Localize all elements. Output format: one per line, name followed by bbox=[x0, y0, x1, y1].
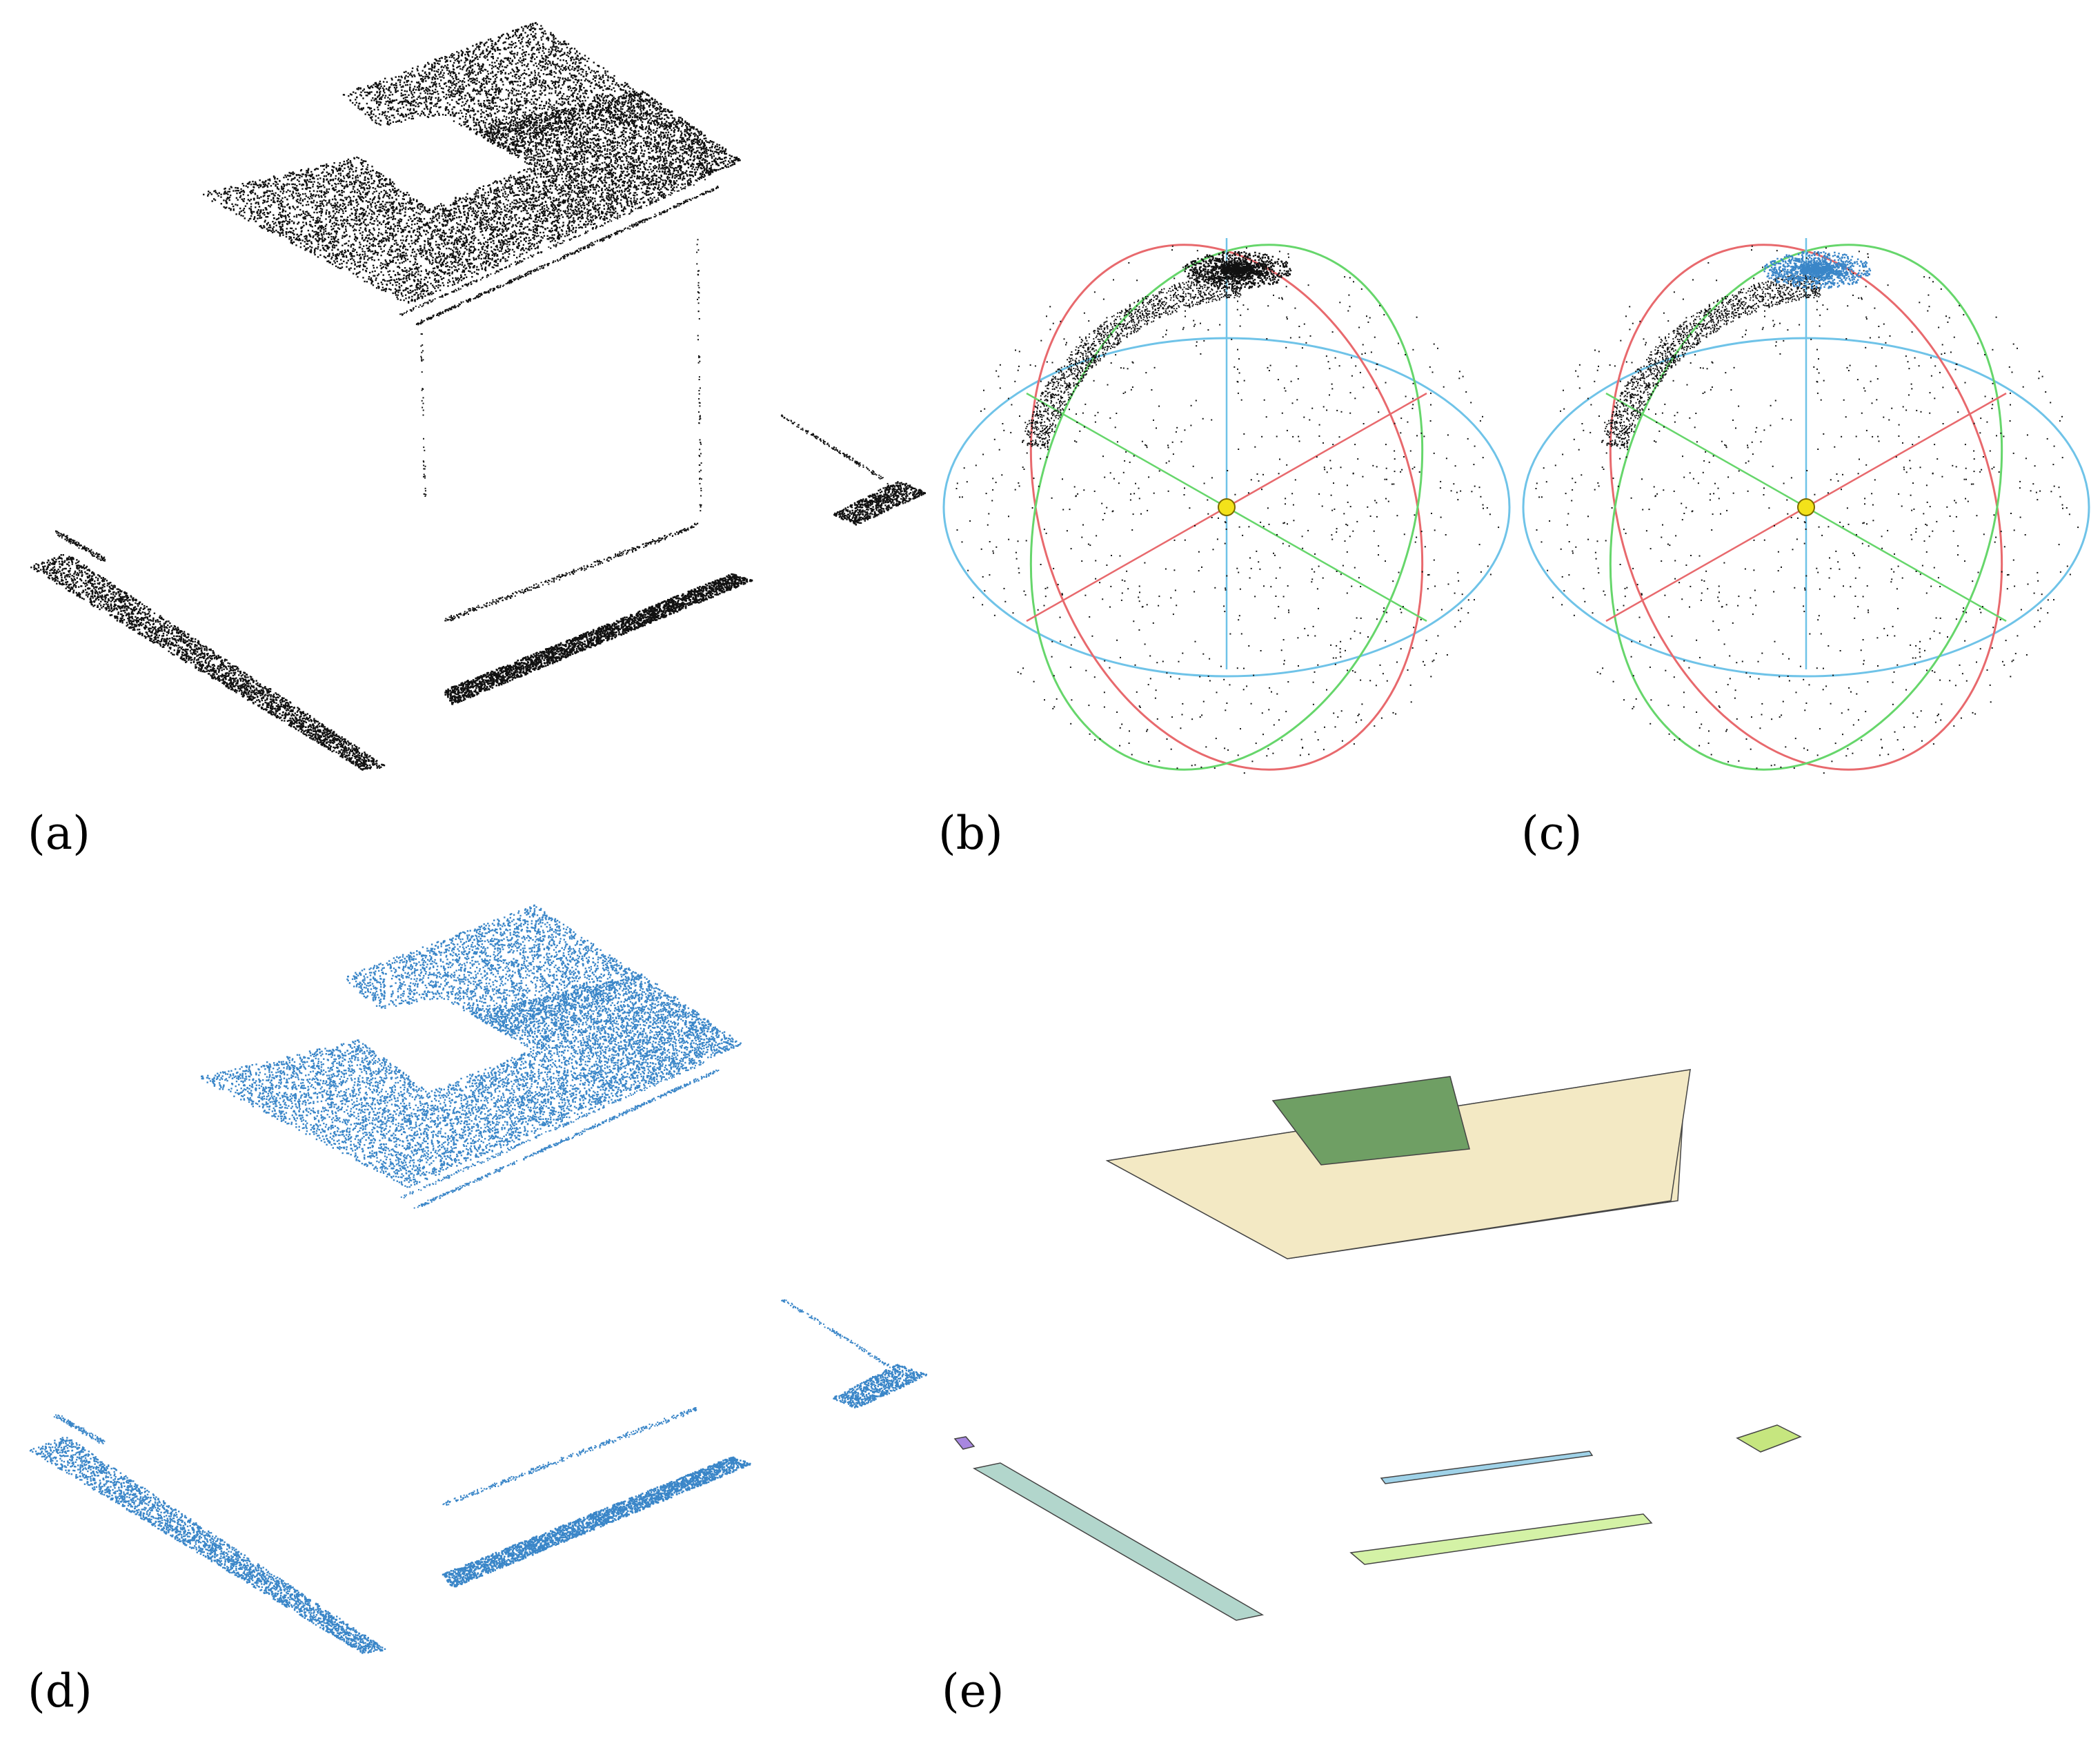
raw-point-cloud-plot bbox=[30, 21, 926, 771]
plane-large-ceiling-full bbox=[1105, 1069, 1691, 1259]
sphere-c-ring-y bbox=[1609, 244, 2003, 771]
panel-label-a: (a) bbox=[28, 811, 90, 856]
seg-floor-strip-right-upper bbox=[442, 1407, 697, 1506]
raw-side-arm bbox=[780, 414, 889, 484]
raw-upper-panel bbox=[342, 21, 640, 153]
raw-wall-trace-2 bbox=[696, 239, 702, 512]
panel-label-e: (e) bbox=[942, 1669, 1004, 1714]
raw-wall-trace-1 bbox=[420, 333, 427, 497]
panel-label-b: (b) bbox=[938, 811, 1003, 856]
gaussian-sphere-plot-b bbox=[942, 238, 1511, 774]
fitted-planes-plot bbox=[953, 1069, 1802, 1621]
raw-ceiling-slab bbox=[203, 90, 741, 304]
raw-floor-edge-left bbox=[55, 530, 106, 562]
plane-dark-upper bbox=[1271, 1076, 1470, 1166]
panel-d-segmented-point-cloud bbox=[0, 870, 952, 1656]
panel-e-fitted-planes bbox=[938, 1035, 1890, 1629]
seg-floor-strip-right-lower bbox=[442, 1456, 751, 1588]
seg-upper-panel bbox=[346, 904, 641, 1036]
panel-label-d-text: (d) bbox=[28, 1664, 92, 1718]
sphere-b-dense-cluster bbox=[1184, 250, 1292, 290]
raw-floor-strip-right-upper bbox=[444, 522, 699, 622]
plane-bar-blue bbox=[1380, 1451, 1594, 1484]
plane-bar-lime bbox=[1349, 1513, 1653, 1565]
sphere-c-normal-points bbox=[1535, 245, 2079, 774]
panel-c-gaussian-sphere-clustered bbox=[1518, 228, 2100, 794]
plane-long-left bbox=[972, 1462, 1265, 1621]
panel-label-c: (c) bbox=[1521, 811, 1582, 856]
panel-label-d: (d) bbox=[28, 1669, 92, 1714]
sphere-c-ring-x bbox=[1609, 244, 2003, 771]
gaussian-sphere-plot-c bbox=[1522, 238, 2090, 774]
raw-floor-strip-left bbox=[30, 554, 386, 771]
seg-rim-line-2 bbox=[400, 1061, 704, 1199]
panel-label-e-text: (e) bbox=[942, 1664, 1004, 1718]
sphere-b-normal-points bbox=[955, 245, 1500, 774]
sphere-b-center-sphere bbox=[1218, 498, 1236, 516]
sphere-b-ring-y bbox=[1029, 244, 1424, 771]
sphere-c-dense-cluster bbox=[1763, 250, 1872, 290]
plane-small-lime bbox=[1736, 1424, 1802, 1453]
seg-side-block bbox=[833, 1364, 927, 1408]
segmented-point-cloud-plot bbox=[29, 904, 927, 1654]
panel-b-gaussian-sphere bbox=[938, 228, 1525, 794]
sphere-c-center-sphere bbox=[1797, 498, 1815, 516]
panel-label-b-text: (b) bbox=[938, 807, 1003, 860]
seg-ceiling-slab bbox=[201, 973, 742, 1188]
panel-label-a-text: (a) bbox=[28, 807, 90, 860]
raw-rim-line-2 bbox=[399, 177, 706, 316]
seg-rim-line-1 bbox=[413, 1069, 720, 1209]
raw-floor-strip-right-lower bbox=[444, 573, 753, 705]
panel-label-c-text: (c) bbox=[1521, 807, 1582, 860]
seg-side-arm bbox=[781, 1299, 891, 1368]
seg-floor-strip-left bbox=[29, 1437, 386, 1654]
raw-rim-line-1 bbox=[415, 186, 719, 326]
seg-floor-edge-left bbox=[53, 1414, 106, 1444]
sphere-b-ring-x bbox=[1029, 244, 1424, 771]
plane-tiny-purple bbox=[953, 1436, 975, 1450]
panel-a-raw-point-cloud bbox=[0, 0, 952, 800]
raw-side-block bbox=[833, 481, 926, 526]
